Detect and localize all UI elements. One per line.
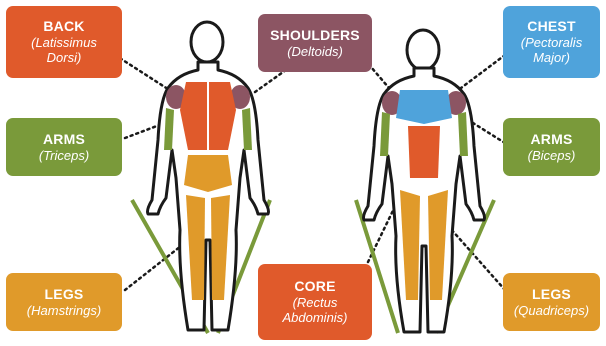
label-legs-quadriceps: LEGS (Quadriceps) xyxy=(503,273,600,331)
label-shoulders-title: SHOULDERS xyxy=(270,27,360,44)
label-back: BACK (Latissimus Dorsi) xyxy=(6,6,122,78)
pectoralis-major xyxy=(396,90,452,124)
back-view-figure xyxy=(132,22,270,333)
label-chest-line1: (Pectoralis xyxy=(521,35,582,51)
label-legs-hamstrings-line1: (Hamstrings) xyxy=(27,303,101,319)
label-arms-biceps: ARMS (Biceps) xyxy=(503,118,600,176)
label-arms-biceps-line1: (Biceps) xyxy=(528,148,576,164)
head-back xyxy=(191,22,223,62)
glutes xyxy=(184,155,232,192)
label-arms-triceps: ARMS (Triceps) xyxy=(6,118,122,176)
label-legs-hamstrings-title: LEGS xyxy=(45,286,84,303)
label-chest-line2: Major) xyxy=(533,50,570,66)
label-back-title: BACK xyxy=(43,18,84,35)
label-arms-triceps-line1: (Triceps) xyxy=(39,148,89,164)
label-chest: CHEST (Pectoralis Major) xyxy=(503,6,600,78)
head-front xyxy=(407,30,439,70)
label-core-line1: (Rectus xyxy=(293,295,338,311)
rectus-abdominis xyxy=(408,126,440,178)
label-back-line1: (Latissimus xyxy=(31,35,97,51)
label-arms-triceps-title: ARMS xyxy=(43,131,85,148)
label-core: CORE (Rectus Abdominis) xyxy=(258,264,372,340)
label-back-line2: Dorsi) xyxy=(47,50,82,66)
label-legs-hamstrings: LEGS (Hamstrings) xyxy=(6,273,122,331)
label-core-title: CORE xyxy=(294,278,335,295)
label-shoulders: SHOULDERS (Deltoids) xyxy=(258,14,372,72)
label-core-line2: Abdominis) xyxy=(282,310,347,326)
label-legs-quadriceps-line1: (Quadriceps) xyxy=(514,303,589,319)
label-chest-title: CHEST xyxy=(527,18,575,35)
label-legs-quadriceps-title: LEGS xyxy=(532,286,571,303)
label-shoulders-line1: (Deltoids) xyxy=(287,44,343,60)
label-arms-biceps-title: ARMS xyxy=(530,131,572,148)
